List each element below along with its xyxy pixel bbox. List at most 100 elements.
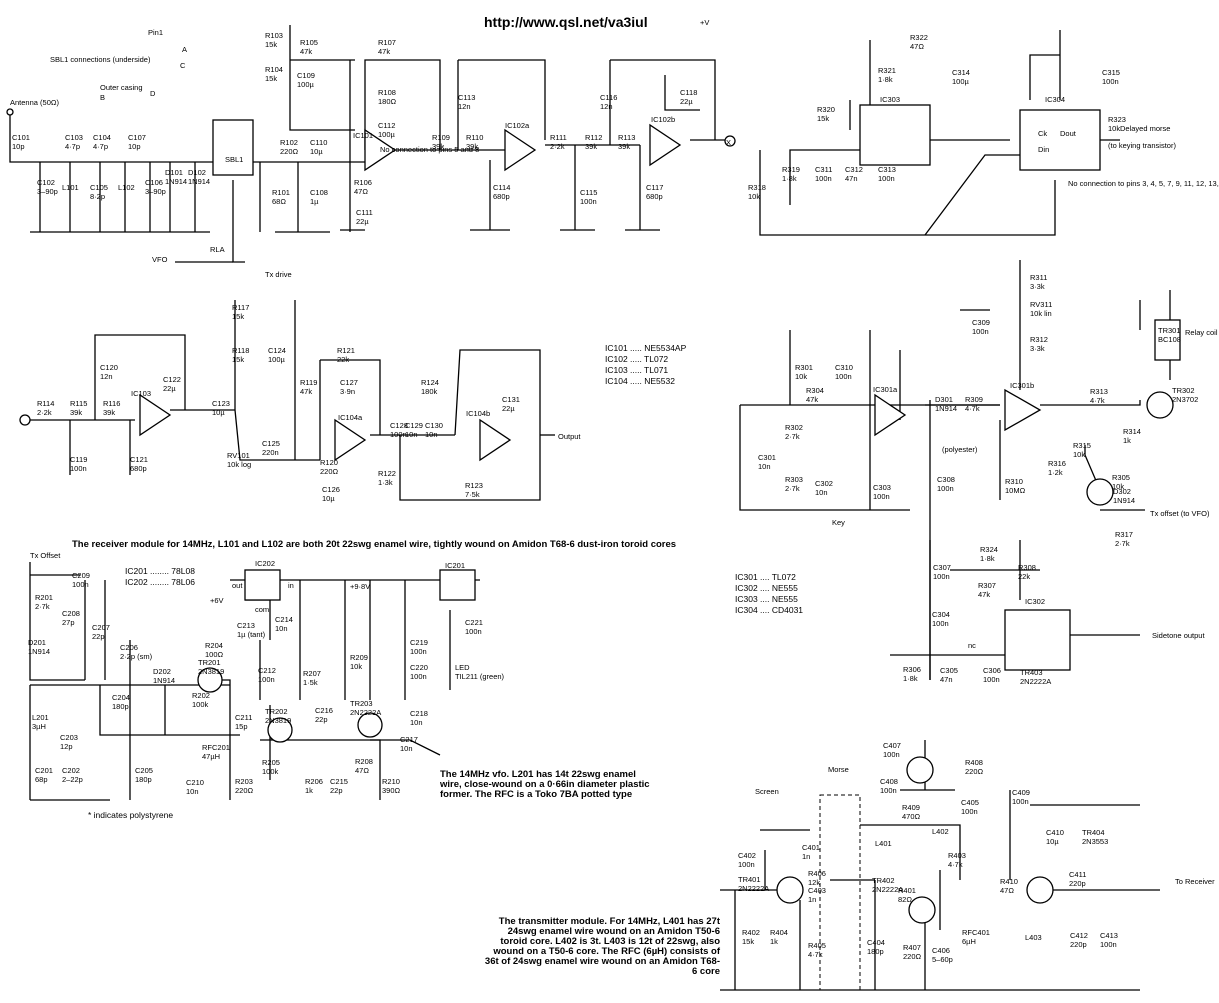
component-value: 10k <box>1112 482 1124 491</box>
source-url: http://www.qsl.net/va3iul <box>484 14 648 30</box>
component-label: R103 <box>265 31 283 40</box>
component-label: LED <box>455 663 470 672</box>
component-value: 220Ω <box>320 467 339 476</box>
note-label: Sidetone output <box>1152 631 1205 640</box>
tr402-transistor <box>908 896 936 924</box>
component-value: 22k <box>1018 572 1030 581</box>
component-value: 220n <box>262 448 279 457</box>
wires <box>9 25 1171 991</box>
component-label: D101 <box>165 168 183 177</box>
component-label: R101 <box>272 188 290 197</box>
component-label: R123 <box>465 481 483 490</box>
component-label: R208 <box>355 757 373 766</box>
component-value: 1k <box>770 937 778 946</box>
component-label: C105 <box>90 183 108 192</box>
component-value: 100n <box>972 327 989 336</box>
component-value: 10n <box>186 787 199 796</box>
ic-list-item: IC303 .... NE555 <box>735 594 798 604</box>
component-label: R322 <box>910 33 928 42</box>
component-value: 220Ω <box>903 952 922 961</box>
component-value: 22µ <box>680 97 693 106</box>
component-value: 1µ (tant) <box>237 630 266 639</box>
component-label: C312 <box>845 165 863 174</box>
component-label: R111 <box>550 133 567 142</box>
component-value: 3·3k <box>1030 282 1045 291</box>
component-label: R301 <box>795 363 813 372</box>
component-label: C209 <box>72 571 90 580</box>
component-value: 100k <box>262 767 279 776</box>
component-label: C110 <box>310 138 327 147</box>
ic-label: IC301b <box>1010 381 1034 390</box>
component-value: 2·7k <box>35 602 50 611</box>
note-label: A <box>182 45 187 54</box>
note-label: com <box>255 605 269 614</box>
component-label: R209 <box>350 653 368 662</box>
component-label: C131 <box>502 395 520 404</box>
component-label: L403 <box>1025 933 1042 942</box>
component-value: 10n <box>425 430 438 439</box>
note-label: (polyester) <box>942 445 978 454</box>
component-label: R106 <box>354 178 372 187</box>
component-label: R109 <box>432 133 450 142</box>
note-label: No connection to pins 5 and 8 <box>380 145 479 154</box>
component-label: R210 <box>382 777 400 786</box>
component-value: 1·5k <box>303 678 318 687</box>
component-label: C103 <box>65 133 83 142</box>
component-label: R205 <box>262 758 280 767</box>
component-value: 10n <box>400 744 413 753</box>
screen-outline <box>819 794 861 991</box>
component-labels: R10315kR10415kR10547kC109100µR10747kR108… <box>12 31 1198 964</box>
ic202-regulator <box>244 569 281 601</box>
component-label: R314 <box>1123 427 1141 436</box>
note-label: VFO <box>152 255 168 264</box>
component-label: C121 <box>130 455 148 464</box>
note-label: Key <box>832 518 845 527</box>
component-label: R107 <box>378 38 396 47</box>
component-value: 3–90p <box>145 187 166 196</box>
note-label: Screen <box>755 787 779 796</box>
component-label: R401 <box>898 886 916 895</box>
component-value: 47k <box>806 395 818 404</box>
component-value: 39k <box>585 142 597 151</box>
component-label: C206 <box>120 643 138 652</box>
component-value: 47k <box>300 387 312 396</box>
component-value: 15p <box>235 722 248 731</box>
component-value: 22p <box>330 786 343 795</box>
component-label: TR402 <box>872 876 895 885</box>
component-value: 100n <box>258 675 275 684</box>
vfo-caption: The 14MHz vfo. L201 has 14t 22swg enamel… <box>440 769 650 800</box>
component-label: RFC201 <box>202 743 230 752</box>
relay-coil <box>1154 319 1181 361</box>
component-label: R310 <box>1005 477 1023 486</box>
component-value: 180p <box>867 947 884 956</box>
component-label: R409 <box>902 803 920 812</box>
ic-list-receiver: IC101 ..... NE5534AP IC102 ..... TL072 I… <box>605 343 686 387</box>
note-label: B <box>100 93 105 102</box>
component-label: R121 <box>337 346 355 355</box>
ic-list-item: IC202 ........ 78L06 <box>125 577 195 587</box>
component-label: R404 <box>770 928 788 937</box>
component-value: 22p <box>315 715 328 724</box>
component-label: C307 <box>933 563 951 572</box>
component-label: C107 <box>128 133 146 142</box>
component-label: R202 <box>192 691 210 700</box>
component-label: R324 <box>980 545 998 554</box>
component-label: R407 <box>903 943 921 952</box>
component-label: C109 <box>297 71 315 80</box>
component-label: L201 <box>32 713 49 722</box>
component-label: RV311 <box>1030 300 1052 309</box>
ic-list-item: IC101 ..... NE5534AP <box>605 343 687 353</box>
component-label: C116 <box>600 93 617 102</box>
transmitter-caption: The transmitter module. For 14MHz, L401 … <box>484 916 720 977</box>
note-label: D <box>150 89 156 98</box>
component-value: 2N3819 <box>198 667 224 676</box>
component-value: 1n <box>802 852 810 861</box>
note-label: Din <box>1038 145 1049 154</box>
tr404-transistor <box>1026 876 1054 904</box>
component-label: R112 <box>585 133 602 142</box>
component-label: C210 <box>186 778 204 787</box>
ic201-regulator <box>439 569 476 601</box>
ic-bodies <box>6 104 1181 991</box>
component-label: C106 <box>145 178 163 187</box>
component-value: 22k <box>337 355 349 364</box>
